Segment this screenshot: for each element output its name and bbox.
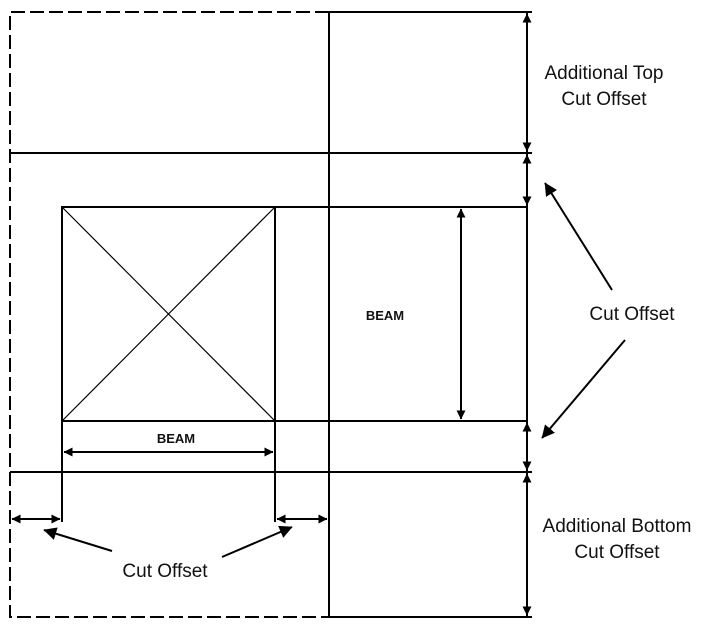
- additional-bottom-label-line1: Additional Bottom: [543, 516, 692, 537]
- cut-offset-right-label: Cut Offset: [589, 304, 675, 325]
- outer-dashed-boundary: [9, 11, 329, 618]
- bottom-cut-offset-leader-left: [43, 527, 113, 552]
- additional-top-label-line1: Additional Top: [544, 63, 663, 84]
- beam-horizontal-label: BEAM: [157, 431, 195, 446]
- beam-diagonal-2: [61, 206, 276, 422]
- additional-top-label-line2: Cut Offset: [561, 89, 647, 110]
- cut-offset-bottom-label: Cut Offset: [122, 561, 208, 582]
- cut-offset-leader-up: [544, 182, 613, 291]
- additional-bottom-label-line2: Cut Offset: [574, 542, 660, 563]
- bottom-cut-offset-leader-right: [221, 525, 293, 558]
- beam-vertical-label: BEAM: [366, 308, 404, 323]
- beam-cross-section: [61, 206, 276, 422]
- cut-offset-leader-down: [541, 339, 626, 439]
